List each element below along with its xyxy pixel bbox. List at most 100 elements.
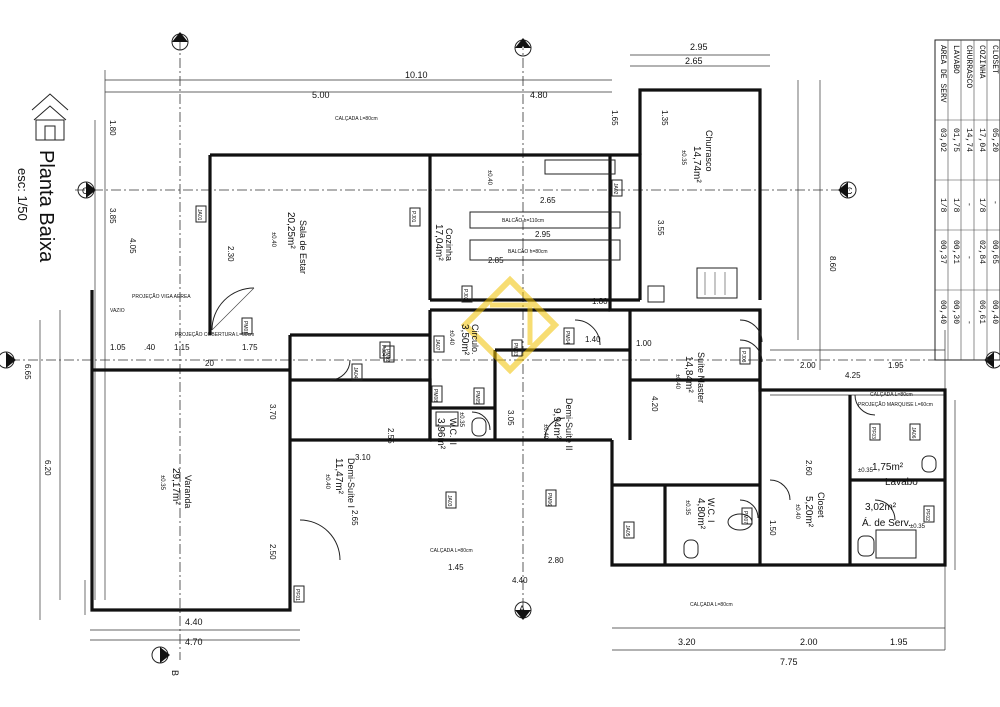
svg-text:CALÇADA L=80cm: CALÇADA L=80cm	[870, 392, 913, 398]
svg-text:1.50: 1.50	[768, 520, 777, 536]
table-row: COZINHA 17,04 1/8 02,84 06,61	[977, 45, 986, 324]
frame-tags: JA01 PF01 PJ01 JA02 PJ02 PM01 PM02 PM03 …	[195, 179, 935, 603]
drawing-notes: CALÇADA L=80cm CALÇADA L=80cm CALÇADA L=…	[110, 116, 933, 608]
svg-text:PJ04: PJ04	[380, 345, 386, 357]
room-area: 3,02m²	[865, 502, 897, 513]
svg-text:8.60: 8.60	[828, 256, 837, 272]
barbecue-grill	[647, 267, 738, 303]
svg-text:CALÇADA L=80cm: CALÇADA L=80cm	[690, 602, 733, 608]
svg-text:JA02: JA02	[612, 183, 618, 195]
svg-text:1.80: 1.80	[108, 120, 117, 136]
svg-text:2.85: 2.85	[488, 256, 504, 265]
svg-text:4.25: 4.25	[845, 371, 861, 380]
room-area: 17,04m²	[433, 224, 444, 261]
room-name: Cozinha	[444, 228, 454, 261]
svg-text:COZINHA: COZINHA	[977, 45, 986, 79]
room-level: ±0.35	[858, 468, 874, 474]
svg-text:-: -	[964, 202, 973, 207]
svg-text:7.75: 7.75	[780, 657, 798, 667]
table-row: CLOSET 05,20 - 00,65 00,40	[990, 45, 999, 324]
table-row: LAVABO 01,75 1/8 00,21 00,30	[951, 45, 960, 324]
room-level: ±0.35	[684, 500, 690, 516]
svg-text:JA04: JA04	[352, 367, 358, 379]
svg-text:B: B	[170, 670, 180, 676]
svg-text:PROJEÇÃO MARQUISE L=60cm: PROJEÇÃO MARQUISE L=60cm	[858, 401, 933, 408]
room-level: ±0.40	[270, 232, 276, 248]
room-name: Circulo.	[470, 324, 480, 355]
svg-text:00,30: 00,30	[951, 300, 960, 324]
svg-text:PM02: PM02	[384, 349, 390, 362]
room-name: Demi-Suíte II	[564, 398, 574, 451]
room-area: 4,80m²	[695, 498, 706, 530]
svg-text:10.10: 10.10	[405, 70, 428, 80]
section-marker-c-left: C	[77, 181, 96, 199]
section-marker-a-top: A	[514, 38, 532, 57]
svg-text:JA07: JA07	[434, 339, 440, 351]
svg-text:JA01: JA01	[196, 209, 202, 221]
svg-text:PJ02: PJ02	[462, 289, 468, 301]
table-row: CHURRASCO 14,74 - - -	[964, 45, 973, 325]
svg-text:6.65: 6.65	[23, 364, 32, 380]
table-row: AREA DE SERV 03,02 1/8 00,37 00,40	[938, 45, 947, 324]
room-name: Varanda	[183, 475, 193, 508]
svg-text:PJ01: PJ01	[410, 211, 416, 223]
svg-text:3.20: 3.20	[678, 637, 696, 647]
section-marker-a-bottom: A	[514, 601, 532, 620]
section-marker-c-right: C	[838, 181, 857, 199]
room-area: 1,75m²	[872, 462, 904, 473]
svg-text:06,61: 06,61	[977, 300, 986, 324]
svg-text:-: -	[964, 255, 973, 260]
svg-text:AREA DE SERV: AREA DE SERV	[938, 45, 947, 103]
svg-text:BALCÃO h=110cm: BALCÃO h=110cm	[502, 217, 544, 224]
svg-text:JA05: JA05	[624, 525, 630, 537]
section-lines	[10, 40, 1000, 660]
svg-text:CALÇADA L=80cm: CALÇADA L=80cm	[430, 548, 473, 554]
svg-text:1.45: 1.45	[448, 563, 464, 572]
room-labels: Sala de Estar 20,25m² ±0.40 Cozinha 17,0…	[159, 130, 926, 530]
svg-text:1/8: 1/8	[938, 198, 947, 213]
svg-text:1.35: 1.35	[660, 110, 669, 126]
svg-text:1.05: 1.05	[110, 343, 126, 352]
svg-text:00,40: 00,40	[990, 300, 999, 324]
svg-text:14,74: 14,74	[964, 128, 973, 152]
svg-text:2.50: 2.50	[268, 544, 277, 560]
svg-text:PJ03: PJ03	[740, 351, 746, 363]
svg-text:C: C	[82, 186, 89, 196]
svg-text:2.65: 2.65	[350, 510, 359, 526]
room-area: 11,47m²	[333, 458, 344, 495]
room-area: 29,17m²	[170, 468, 181, 505]
svg-text:4.05: 4.05	[128, 238, 137, 254]
room-level: ±0.35	[680, 150, 686, 166]
room-level: ±0.40	[542, 424, 548, 440]
door-swings	[211, 287, 896, 561]
room-area: 14,74m²	[691, 146, 702, 183]
room-area: 14,84m²	[683, 356, 694, 393]
svg-text:A: A	[520, 45, 526, 55]
svg-text:.40: .40	[144, 343, 156, 352]
svg-text:4.70: 4.70	[185, 637, 203, 647]
svg-text:1.95: 1.95	[890, 637, 908, 647]
svg-text:PM08: PM08	[432, 389, 438, 402]
svg-text:2.55: 2.55	[386, 428, 395, 444]
area-table	[934, 39, 1000, 361]
svg-text:PM04: PM04	[564, 331, 570, 344]
room-name: W.C. I	[706, 498, 716, 523]
svg-text:-: -	[964, 320, 973, 325]
svg-text:3.85: 3.85	[108, 208, 117, 224]
svg-text:3.70: 3.70	[268, 404, 277, 420]
svg-text:20: 20	[205, 359, 214, 368]
room-level: ±0.40	[448, 330, 454, 346]
svg-text:3.55: 3.55	[656, 220, 665, 236]
svg-text:-: -	[990, 200, 999, 205]
svg-text:PF03: PF03	[870, 427, 876, 439]
house-logo-icon	[31, 93, 69, 141]
svg-text:JA03: JA03	[446, 495, 452, 507]
area-table-rows: CLOSET 05,20 - 00,65 00,40 COZINHA 17,04…	[938, 45, 999, 325]
room-name: W.C. II	[448, 418, 458, 445]
svg-text:1/8: 1/8	[951, 198, 960, 213]
svg-text:PM06: PM06	[546, 493, 552, 506]
svg-text:01,75: 01,75	[951, 128, 960, 152]
section-marker-d-left	[0, 351, 16, 369]
svg-text:1.15: 1.15	[174, 343, 190, 352]
svg-text:A: A	[519, 604, 525, 614]
